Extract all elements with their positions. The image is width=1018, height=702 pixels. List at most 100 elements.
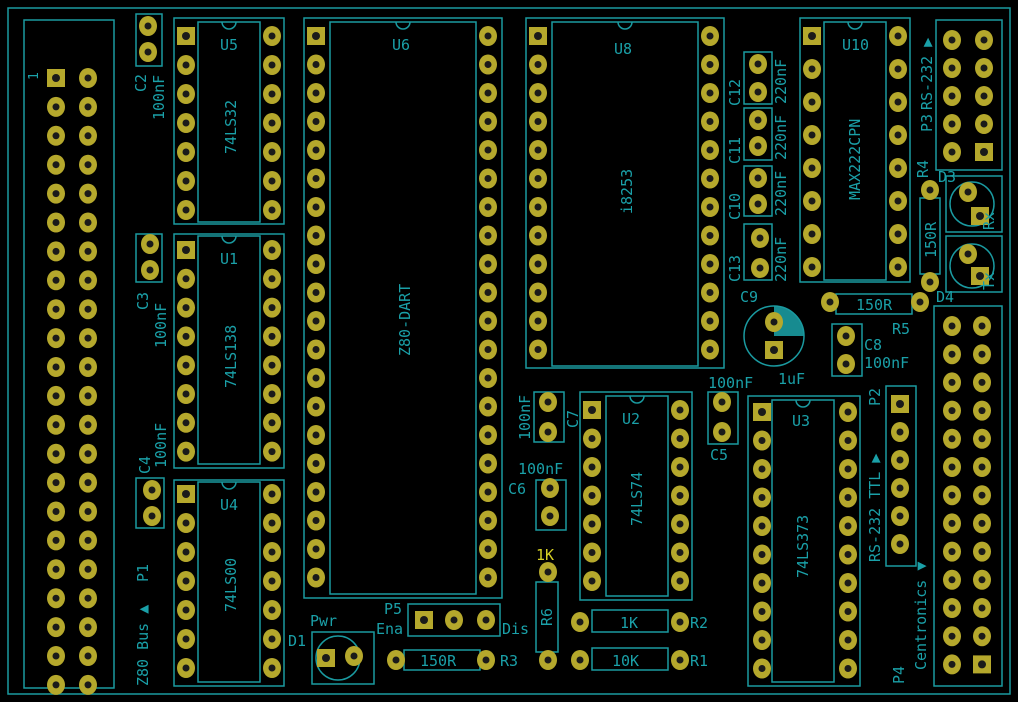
pad-hole: [52, 421, 60, 429]
pad-hole: [676, 406, 684, 414]
pad-hole: [268, 606, 276, 614]
pad-hole: [52, 450, 60, 458]
pad-hole: [978, 322, 986, 330]
board-outline: [7, 7, 1011, 695]
pad-hole: [706, 146, 714, 154]
d1-outline: [311, 631, 375, 685]
u3-part: 74LS373: [794, 515, 812, 578]
pad-hole: [706, 203, 714, 211]
u10-body: [823, 21, 887, 281]
pad-hole: [844, 608, 852, 615]
p4-ref: P4: [890, 666, 908, 684]
pad-hole: [84, 161, 92, 169]
p5-outline: [407, 603, 501, 637]
pad-hole: [980, 64, 988, 72]
r1-body: [591, 647, 669, 671]
pad-hole: [948, 604, 956, 612]
pad-hole: [312, 32, 320, 40]
pad-hole: [312, 574, 320, 581]
pad-hole: [978, 378, 986, 386]
c10-value: 220nF: [772, 171, 790, 216]
pad-hole: [182, 246, 190, 254]
pad-hole: [894, 263, 902, 271]
pad-hole: [52, 623, 60, 631]
pad-hole: [484, 431, 492, 439]
pad-hole: [84, 247, 92, 255]
pad-hole: [182, 419, 190, 427]
pad-hole: [676, 618, 684, 626]
pad-hole: [52, 479, 60, 487]
u4-part: 74LS00: [222, 558, 240, 612]
pad-hole: [84, 652, 92, 660]
pad-hole: [52, 392, 60, 400]
u5-notch: [221, 21, 237, 30]
pad-hole: [894, 230, 902, 238]
pad-hole: [312, 488, 320, 496]
u4-notch: [221, 481, 237, 490]
pad-hole: [182, 90, 190, 98]
pad-hole: [312, 431, 320, 439]
c9-polarity-mark: [774, 306, 804, 336]
pad-hole: [754, 116, 762, 124]
c8-outline: [831, 323, 863, 377]
pad-hole: [706, 346, 714, 353]
u6-notch: [395, 21, 411, 30]
u5-frame: [173, 17, 285, 225]
pad-hole: [980, 120, 988, 128]
pad-hole: [588, 463, 596, 471]
pad-hole: [52, 565, 60, 573]
pad-hole: [484, 118, 492, 125]
pad-hole: [84, 103, 92, 111]
pad-hole: [894, 32, 902, 40]
r3-value: 150R: [420, 652, 457, 670]
c2-value: 100nF: [150, 75, 168, 120]
pad-hole: [268, 61, 276, 69]
pad-hole: [268, 448, 276, 456]
pad-hole: [948, 64, 956, 72]
pad-hole: [482, 616, 490, 624]
d4-outline: [945, 235, 1003, 293]
c2-outline: [135, 13, 163, 67]
pad-hole: [84, 363, 92, 371]
pad-hole: [844, 465, 852, 473]
pad-hole: [808, 98, 816, 106]
pad-hole: [706, 61, 714, 68]
pad-hole: [52, 161, 60, 169]
pad-hole: [484, 289, 492, 296]
c7-ref: C7: [564, 410, 582, 428]
pad-hole: [894, 65, 902, 73]
u3-frame: [747, 395, 861, 687]
p5-ref: P5: [384, 600, 402, 618]
pad-hole: [754, 142, 762, 150]
pad-hole: [182, 606, 190, 614]
pad-hole: [948, 435, 956, 443]
pad-hole: [676, 549, 684, 556]
d4-ref: D4: [936, 288, 954, 306]
pad-hole: [546, 512, 554, 520]
pad-hole: [808, 263, 816, 271]
pad-hole: [808, 197, 816, 205]
pad-hole: [706, 260, 714, 268]
pad-hole: [588, 435, 596, 442]
pad-hole: [148, 512, 156, 520]
pad-hole: [312, 260, 320, 268]
pad-hole: [754, 88, 762, 96]
pad-hole: [808, 131, 816, 139]
pad-hole: [534, 89, 542, 97]
pad-hole: [978, 576, 986, 584]
pad-hole: [758, 579, 766, 587]
pad-hole: [52, 132, 60, 140]
pad-hole: [948, 576, 956, 584]
u2-body: [605, 395, 669, 597]
pad-hole: [144, 48, 152, 56]
pad-hole: [676, 435, 684, 442]
pad-hole: [534, 61, 542, 68]
c8-value: 100nF: [864, 354, 909, 372]
d3-ref: D3: [938, 168, 956, 186]
pad-hole: [894, 197, 902, 205]
pad-hole: [182, 448, 190, 456]
pad-hole: [52, 363, 60, 371]
pad-hole: [978, 604, 986, 612]
pad-hole: [322, 654, 330, 662]
